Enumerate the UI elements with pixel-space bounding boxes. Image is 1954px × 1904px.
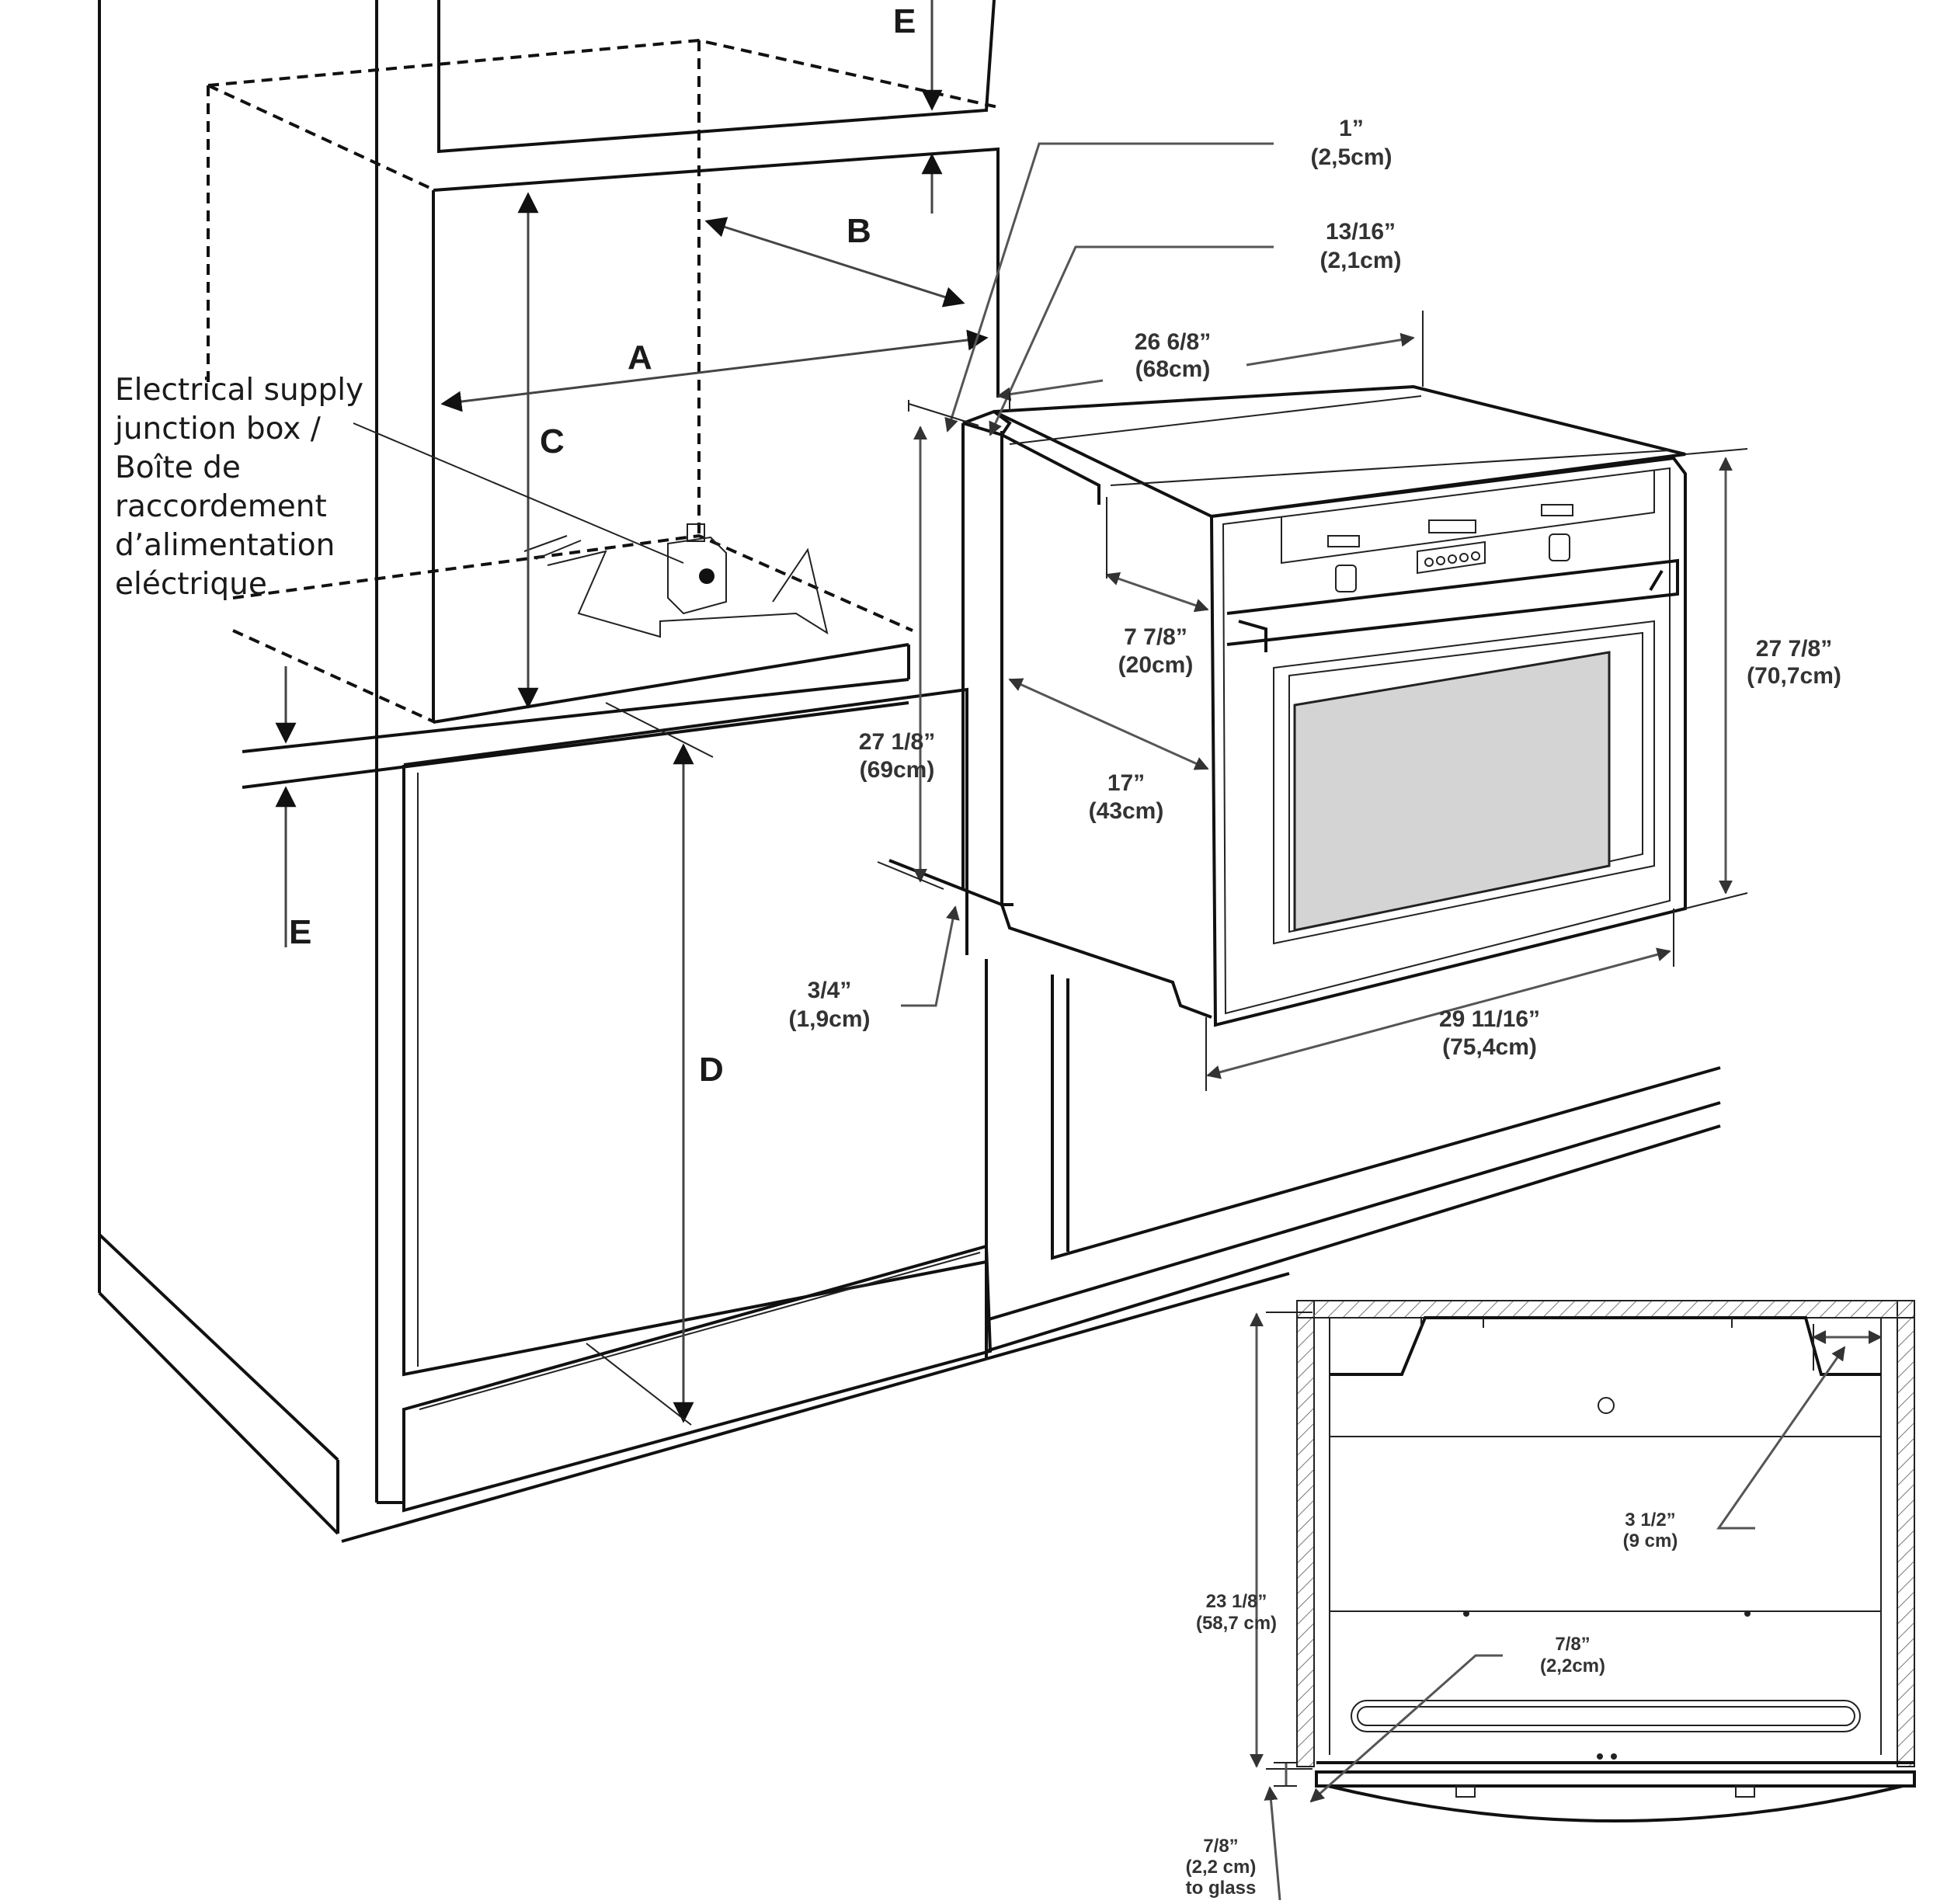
dim-7-7-8-metric: (20cm) bbox=[1118, 652, 1194, 678]
dim-1in-imperial: 1” bbox=[1339, 116, 1364, 141]
dim-3-4-imperial: 3/4” bbox=[808, 978, 852, 1003]
junction-box bbox=[523, 523, 829, 638]
dimension-labels: 1” (2,5cm) 13/16” (2,1cm) 26 6/8” (68cm)… bbox=[788, 116, 1841, 1899]
cutout-dimension-arrows bbox=[275, 0, 989, 1426]
label-E-bottom: E bbox=[289, 913, 311, 951]
dim-1in-metric: (2,5cm) bbox=[1310, 144, 1392, 170]
wall-oven bbox=[888, 384, 1687, 1027]
label-E-top: E bbox=[893, 2, 916, 40]
oven-dimension-lines bbox=[877, 142, 1748, 1091]
dim-13-16-imperial: 13/16” bbox=[1326, 219, 1396, 245]
label-A: A bbox=[628, 339, 652, 377]
dim-27-7-8-metric: (70,7cm) bbox=[1747, 663, 1841, 689]
note-line-6: eléctrique bbox=[115, 567, 267, 602]
dim-7-7-8-imperial: 7 7/8” bbox=[1124, 624, 1187, 650]
cabinet-tower bbox=[98, 0, 1721, 1543]
note-line-5: d’alimentation bbox=[115, 528, 335, 563]
note-line-2: junction box / bbox=[114, 412, 322, 446]
note-line-3: Boîte de bbox=[115, 450, 241, 485]
dim-29-metric: (75,4cm) bbox=[1442, 1034, 1537, 1060]
junction-box-note: Electrical supply junction box / Boîte d… bbox=[114, 373, 363, 602]
dim-3-4-metric: (1,9cm) bbox=[788, 1006, 870, 1032]
note-line-1: Electrical supply bbox=[115, 373, 363, 408]
dim-17-metric: (43cm) bbox=[1089, 798, 1164, 824]
dim-26-metric: (68cm) bbox=[1135, 356, 1211, 382]
dim-7-8-a-imperial: 7/8” bbox=[1555, 1634, 1590, 1655]
dim-7-8-b-metric: (2,2 cm) bbox=[1186, 1857, 1257, 1878]
dim-23-1-8-metric: (58,7 cm) bbox=[1196, 1613, 1277, 1634]
letter-labels: A B C D E E bbox=[289, 2, 916, 1089]
dim-27-7-8-imperial: 27 7/8” bbox=[1756, 636, 1832, 662]
dim-27-1-8-imperial: 27 1/8” bbox=[859, 729, 935, 755]
label-C: C bbox=[540, 422, 565, 460]
note-line-4: raccordement bbox=[115, 489, 327, 524]
dim-23-1-8-imperial: 23 1/8” bbox=[1206, 1591, 1267, 1612]
label-D: D bbox=[699, 1051, 724, 1089]
dim-13-16-metric: (2,1cm) bbox=[1319, 248, 1401, 273]
dim-17-imperial: 17” bbox=[1107, 770, 1145, 796]
dim-3-1-2-metric: (9 cm) bbox=[1623, 1530, 1678, 1551]
dim-26-imperial: 26 6/8” bbox=[1135, 329, 1211, 355]
dim-29-imperial: 29 11/16” bbox=[1439, 1006, 1540, 1032]
dim-7-8-b-imperial: 7/8” bbox=[1203, 1836, 1238, 1857]
dim-7-8-a-metric: (2,2cm) bbox=[1540, 1656, 1605, 1676]
dim-7-8-b-note: to glass bbox=[1186, 1878, 1257, 1899]
recess-dashed-outline bbox=[207, 38, 999, 724]
dim-27-1-8-metric: (69cm) bbox=[860, 757, 935, 783]
dim-3-1-2-imperial: 3 1/2” bbox=[1625, 1510, 1675, 1530]
label-B: B bbox=[847, 212, 871, 250]
section-view bbox=[1250, 1300, 1916, 1901]
